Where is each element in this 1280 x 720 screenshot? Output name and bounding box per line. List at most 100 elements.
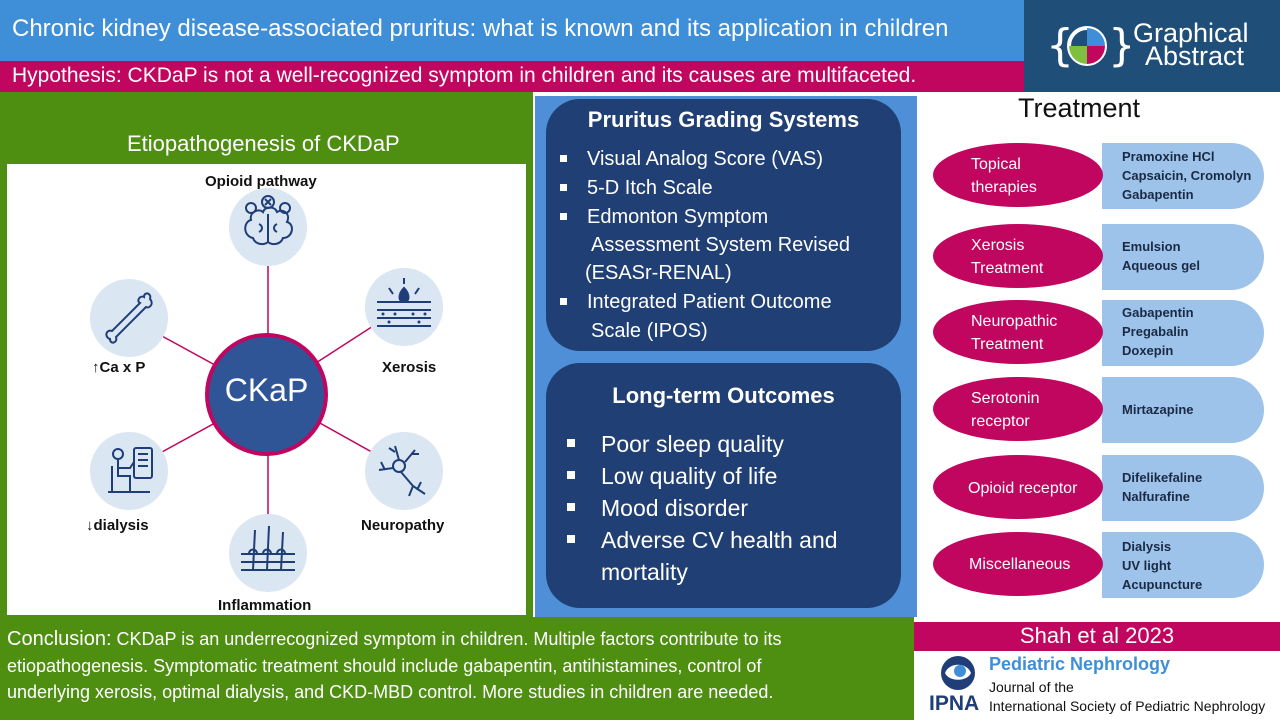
drug-label: Dialysis [1122, 539, 1172, 554]
treatment-category-misc: Miscellaneous [933, 532, 1103, 596]
citation-text: Shah et al 2023 [1019, 623, 1175, 648]
treatment-drugs-misc: Dialysis UV light Acupuncture [1102, 532, 1264, 598]
category-label: Opioid receptor [968, 480, 1078, 497]
calcium-phosphate-node [90, 279, 168, 357]
svg-text:}: } [1108, 20, 1130, 71]
dialysis-node [90, 432, 168, 510]
dialysis-icon [108, 447, 153, 493]
drug-label: Doxepin [1122, 343, 1174, 358]
grading-item-esas-line1: Edmonton Symptom [587, 206, 769, 228]
outcome-item-quality-of-life: Low quality of life [601, 463, 778, 489]
grading-item-esas-line3: (ESASr-RENAL) [585, 262, 732, 284]
ckap-center-label: CKaP [224, 372, 309, 408]
drug-label: UV light [1122, 558, 1172, 573]
category-label: Miscellaneous [969, 556, 1071, 573]
drug-label: Mirtazapine [1122, 402, 1194, 417]
category-label: Treatment [971, 336, 1044, 353]
drug-label: Aqueous gel [1122, 258, 1201, 273]
brain-icon [244, 195, 293, 246]
outcome-item-cv-line1: Adverse CV health and [601, 527, 838, 553]
graphical-abstract-badge [1024, 0, 1280, 92]
conclusion-panel [0, 617, 914, 720]
drug-label: Nalfurafine [1122, 489, 1190, 504]
treatment-drugs-opioid: Difelikefaline Nalfurafine [1102, 455, 1264, 521]
xerosis-node [365, 268, 443, 346]
treatment-category-serotonin: Serotonin receptor [933, 377, 1103, 441]
journal-area [914, 651, 1280, 720]
dialysis-label: ↓dialysis [86, 517, 149, 534]
bullet [560, 155, 567, 162]
opioid-node [229, 188, 307, 266]
bullet [567, 471, 575, 479]
journal-subtitle-line1: Journal of the [989, 679, 1074, 695]
bullet [567, 439, 575, 447]
drug-label: Gabapentin [1122, 305, 1194, 320]
ipna-wordmark: IPNA [929, 692, 980, 715]
long-term-outcomes-box [546, 363, 901, 608]
bullet [567, 535, 575, 543]
ckap-center-node [205, 333, 328, 456]
opioid-pathway-label: Opioid pathway [205, 173, 317, 190]
citation-bar [914, 622, 1280, 651]
drug-label: Pregabalin [1122, 324, 1189, 339]
hypothesis-bar [0, 61, 1024, 92]
drug-label: Pramoxine HCl [1122, 149, 1215, 164]
grading-item-5d-itch: 5-D Itch Scale [587, 177, 713, 199]
treatment-category-xerosis: Xerosis Treatment [933, 224, 1103, 288]
grading-item-esas-line2: Assessment System Revised [591, 234, 850, 256]
logo-text-line1: Graphical [1133, 18, 1249, 48]
inflammation-label: Inflammation [218, 597, 312, 614]
drug-label: Capsaicin, Cromolyn [1122, 168, 1252, 183]
category-label: receptor [971, 413, 1030, 430]
grading-systems-title: Pruritus Grading Systems [587, 107, 860, 132]
conclusion-text: CKDaP is an underrecognized symptom in c… [116, 629, 782, 649]
bullet [567, 503, 575, 511]
neuron-icon [378, 445, 426, 497]
category-label: Serotonin [971, 390, 1040, 407]
drug-label: Gabapentin [1122, 187, 1194, 202]
xerosis-label: Xerosis [382, 359, 437, 376]
title-bar [0, 0, 1024, 61]
ipna-globe-icon [941, 656, 975, 690]
conclusion-line-3: underlying xerosis, optimal dialysis, an… [7, 682, 774, 702]
graphical-abstract-logo-icon: { } [1046, 20, 1130, 71]
treatment-title: Treatment [1018, 93, 1141, 123]
category-label: Neuropathic [971, 313, 1058, 330]
conclusion-label: Conclusion: [7, 628, 112, 650]
outcome-item-cv-line2: mortality [601, 559, 688, 585]
category-label: Topical [971, 156, 1021, 173]
treatment-drugs-xerosis: Emulsion Aqueous gel [1102, 224, 1264, 290]
long-term-outcomes-title: Long-term Outcomes [612, 383, 835, 408]
conclusion-line-1: Conclusion: CKDaP is an underrecognized … [7, 626, 782, 652]
category-label: Treatment [971, 260, 1044, 277]
bullet [560, 298, 567, 305]
neuropathy-label: Neuropathy [361, 517, 445, 534]
treatment-category-opioid: Opioid receptor [933, 455, 1103, 519]
treatment-category-topical: Topical therapies [933, 143, 1103, 207]
calcium-phosphate-label: ↑Ca x P [92, 359, 146, 376]
conclusion-line-2: etiopathogenesis. Symptomatic treatment … [7, 656, 762, 676]
outcome-item-mood: Mood disorder [601, 495, 749, 521]
bone-icon [105, 292, 153, 344]
bullet [560, 184, 567, 191]
outcome-item-sleep: Poor sleep quality [601, 431, 784, 457]
skin-layers-icon [377, 278, 431, 327]
neuropathy-node [365, 432, 443, 510]
drug-label: Difelikefaline [1122, 470, 1203, 485]
category-label: Xerosis [971, 237, 1025, 254]
etiopathogenesis-title: Etiopathogenesis of CKDaP [127, 131, 400, 156]
category-label: therapies [971, 179, 1037, 196]
page-title: Chronic kidney disease-associated prurit… [12, 15, 949, 42]
treatment-drugs-serotonin: Mirtazapine [1102, 377, 1264, 443]
treatment-drugs-neuropathic: Gabapentin Pregabalin Doxepin [1102, 300, 1264, 366]
treatment-drugs-topical: Pramoxine HCl Capsaicin, Cromolyn Gabape… [1102, 143, 1264, 209]
drug-label: Acupuncture [1122, 577, 1203, 592]
grading-item-vas: Visual Analog Score (VAS) [587, 148, 824, 170]
hypothesis-text: Hypothesis: CKDaP is not a well-recogniz… [12, 64, 917, 87]
grading-systems-box [546, 99, 901, 351]
bullet [560, 213, 567, 220]
drug-label: Emulsion [1122, 239, 1181, 254]
treatment-category-neuropathic: Neuropathic Treatment [933, 300, 1103, 364]
inflammation-node [229, 514, 307, 592]
journal-name: Pediatric Nephrology [989, 654, 1171, 674]
